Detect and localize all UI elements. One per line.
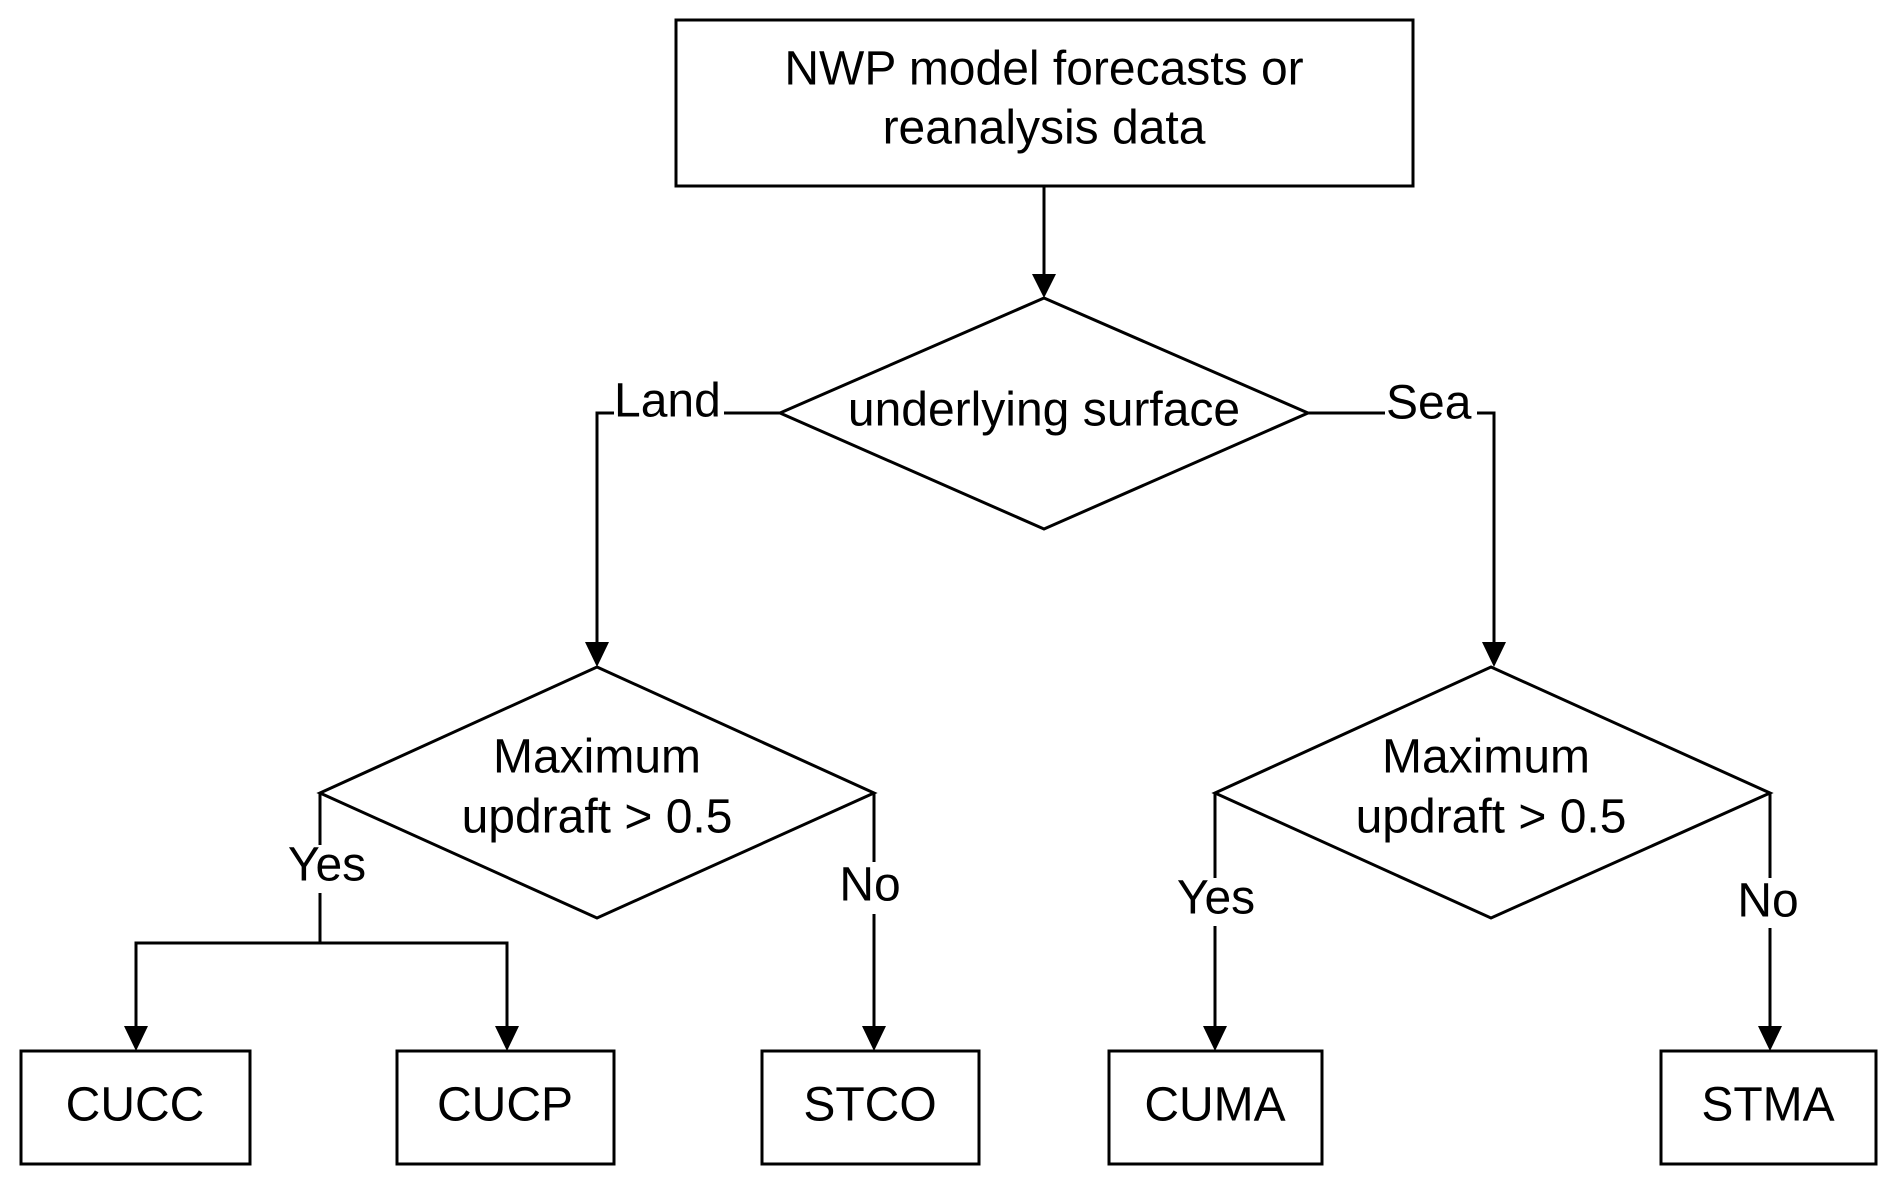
edge-source-to-surface <box>1032 186 1056 298</box>
source-node: NWP model forecasts or reanalysis data <box>674 18 1415 188</box>
output-text-cucc: CUCC <box>66 1079 205 1132</box>
sea-decision-node: Maximum updraft > 0.5 <box>1211 665 1774 920</box>
edge-label-sea-no: No <box>1737 875 1798 928</box>
surface-diamond <box>776 296 1312 531</box>
output-text-cuma: CUMA <box>1144 1079 1285 1132</box>
output-node-cucc: CUCC <box>19 1049 252 1166</box>
edge-line-sea-b <box>1477 411 1496 646</box>
output-box-cuma <box>1107 1049 1324 1166</box>
edge-land-no: No <box>839 793 901 1051</box>
edge-label-land-no: No <box>839 859 900 912</box>
output-node-cuma: CUMA <box>1107 1049 1324 1166</box>
output-node-cucp: CUCP <box>395 1049 616 1166</box>
edge-label-sea: Sea <box>1386 377 1472 430</box>
edge-land: Land <box>585 375 780 667</box>
source-text-line2: reanalysis data <box>883 102 1206 155</box>
output-text-cucp: CUCP <box>437 1079 573 1132</box>
land-decision-text-line2: updraft > 0.5 <box>462 791 733 844</box>
arrow-head <box>862 1026 886 1051</box>
edge-label-land-yes: Yes <box>288 839 366 892</box>
arrow-head <box>1203 1026 1227 1051</box>
edge-label-land: Land <box>614 375 721 428</box>
output-box-cucp <box>395 1049 616 1166</box>
output-text-stco: STCO <box>803 1079 936 1132</box>
edge-sea-yes: Yes <box>1177 793 1255 1051</box>
source-text-line1: NWP model forecasts or <box>784 43 1303 96</box>
output-text-stma: STMA <box>1701 1079 1834 1132</box>
output-node-stma: STMA <box>1659 1049 1878 1166</box>
edge-line-land-b <box>595 411 614 646</box>
land-diamond <box>316 665 878 920</box>
sea-diamond <box>1211 665 1774 920</box>
arrow-head <box>124 1026 148 1051</box>
arrow-head <box>495 1026 519 1051</box>
output-node-stco: STCO <box>760 1049 981 1166</box>
edge-line-land-yes-split <box>134 941 509 1030</box>
sea-decision-text-line1: Maximum <box>1382 731 1590 784</box>
arrow-head <box>1758 1026 1782 1051</box>
arrow-head <box>1482 642 1506 667</box>
output-box-stco <box>760 1049 981 1166</box>
output-box-stma <box>1659 1049 1878 1166</box>
edge-sea: Sea <box>1308 377 1506 667</box>
output-box-cucc <box>19 1049 252 1166</box>
land-decision-text-line1: Maximum <box>493 731 701 784</box>
land-decision-node: Maximum updraft > 0.5 <box>316 665 878 920</box>
source-box <box>674 18 1415 188</box>
surface-decision-text: underlying surface <box>848 384 1240 437</box>
arrow-head <box>1032 274 1056 298</box>
surface-decision-node: underlying surface <box>776 296 1312 531</box>
arrow-head <box>585 642 609 667</box>
edge-sea-no: No <box>1737 793 1799 1051</box>
edge-land-yes: Yes <box>124 793 519 1051</box>
sea-decision-text-line2: updraft > 0.5 <box>1356 791 1627 844</box>
edge-label-sea-yes: Yes <box>1177 872 1255 925</box>
